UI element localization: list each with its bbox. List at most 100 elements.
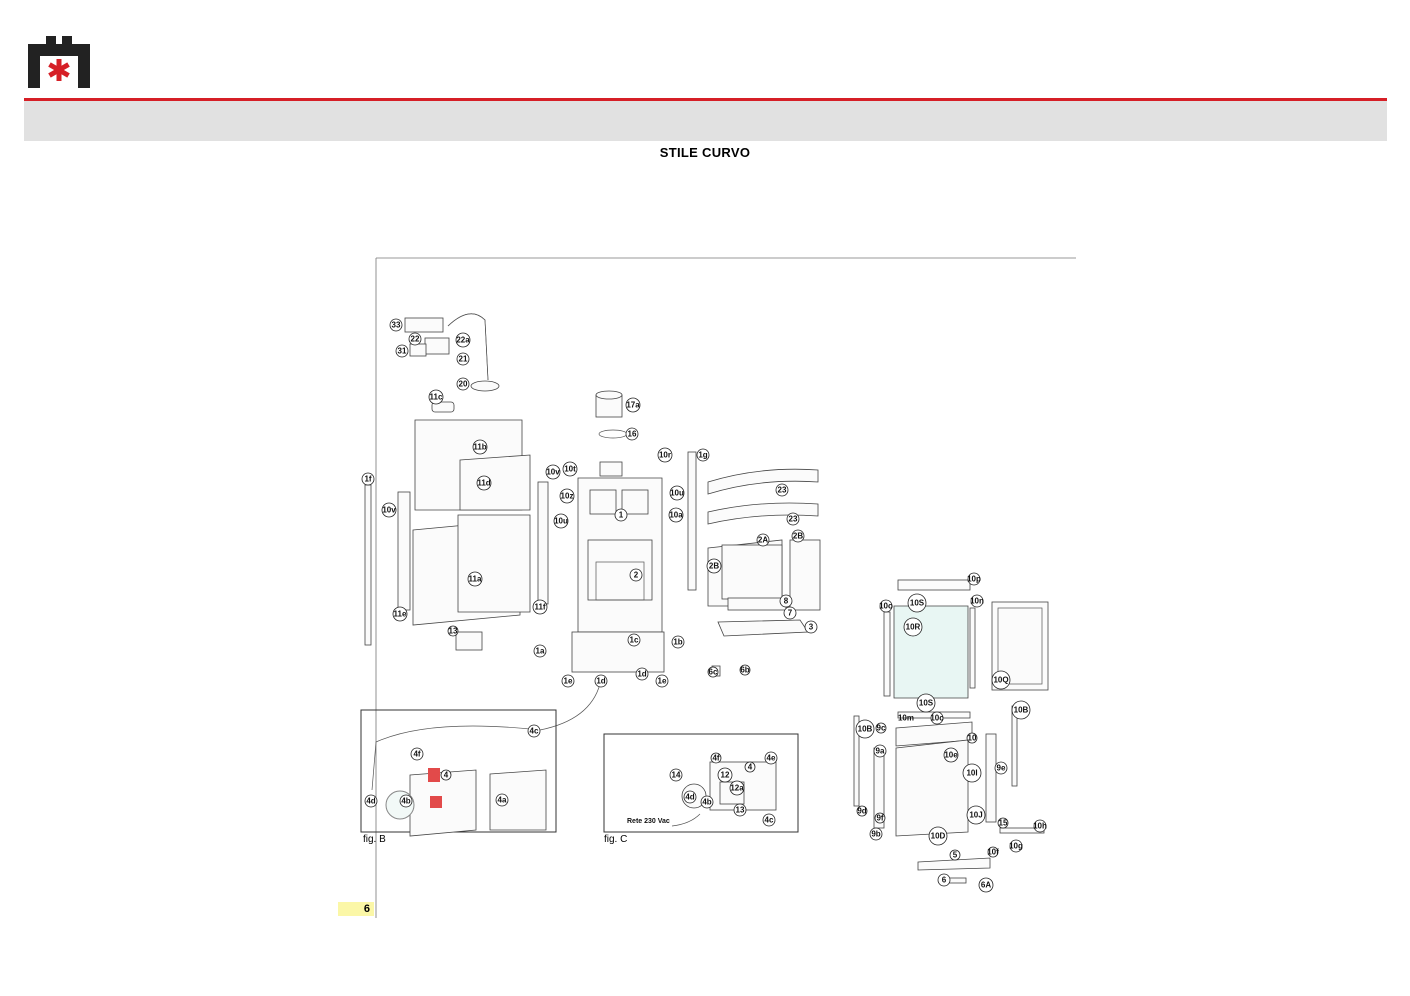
callout: 2A <box>756 533 770 547</box>
callout: 10u <box>553 513 569 529</box>
figure-b <box>360 709 557 837</box>
svg-text:22: 22 <box>411 335 420 344</box>
svg-text:10I: 10I <box>966 769 977 778</box>
svg-text:10h: 10h <box>1033 822 1047 831</box>
svg-text:1e: 1e <box>564 677 573 686</box>
callout: 9b <box>869 827 883 841</box>
callout: 6c <box>707 666 719 678</box>
callout: 2B <box>706 558 722 574</box>
callout: 10D <box>928 826 948 846</box>
callout: 1f <box>361 472 375 486</box>
callout: 1b <box>671 635 685 649</box>
header-red-line <box>24 98 1387 101</box>
svg-text:11b: 11b <box>473 443 486 452</box>
callout: 20 <box>456 377 470 391</box>
callout: 9f <box>874 812 886 824</box>
callout: 23 <box>775 483 789 497</box>
svg-text:4d: 4d <box>685 793 694 802</box>
svg-text:10z: 10z <box>561 492 574 501</box>
svg-text:10u: 10u <box>554 517 568 526</box>
svg-text:10g: 10g <box>1009 842 1023 851</box>
svg-text:4f: 4f <box>413 750 420 759</box>
svg-text:6A: 6A <box>981 881 991 890</box>
callout: 10c <box>930 711 944 725</box>
company-logo <box>28 36 90 88</box>
page-title: STILE CURVO <box>659 145 751 160</box>
callout: 2B <box>791 529 805 543</box>
cladding-panels <box>364 401 549 651</box>
callout: 33 <box>389 318 403 332</box>
svg-text:2A: 2A <box>758 536 768 545</box>
header-grey-bar <box>24 101 1387 141</box>
callout: 10n <box>970 594 984 608</box>
svg-text:9e: 9e <box>997 764 1006 773</box>
page-number: 6 <box>338 902 374 916</box>
svg-text:15: 15 <box>999 819 1008 828</box>
callout: 1 <box>614 508 628 522</box>
callout: 4d <box>683 790 697 804</box>
svg-text:4: 4 <box>444 771 449 780</box>
callout: 17a <box>625 397 641 413</box>
callout: 4b <box>399 794 413 808</box>
callout: 21 <box>456 352 470 366</box>
svg-text:10Q: 10Q <box>993 676 1008 685</box>
svg-text:4e: 4e <box>767 754 776 763</box>
callout: 23 <box>786 512 800 526</box>
callout: 6 <box>937 873 951 887</box>
svg-text:10B: 10B <box>1014 706 1029 715</box>
svg-text:1d: 1d <box>596 677 605 686</box>
mains-label: Rete 230 Vac <box>627 818 670 825</box>
svg-text:4b: 4b <box>702 798 711 807</box>
svg-text:10J: 10J <box>969 811 982 820</box>
callout: 10Q <box>991 670 1011 690</box>
callout: 10o <box>879 599 893 613</box>
svg-text:11d: 11d <box>477 479 490 488</box>
callout: 4c <box>762 813 776 827</box>
callout: 2 <box>629 568 643 582</box>
svg-text:10v: 10v <box>546 468 560 477</box>
svg-text:10p: 10p <box>967 575 981 584</box>
callout: 10R <box>903 617 923 637</box>
callout: 10a <box>668 507 684 523</box>
svg-text:3: 3 <box>809 623 814 632</box>
svg-text:23: 23 <box>789 515 798 524</box>
callout: 31 <box>395 344 409 358</box>
callout: 16 <box>625 427 639 441</box>
callout: 4 <box>744 761 756 773</box>
callout: 10v <box>545 464 561 480</box>
svg-text:5: 5 <box>953 851 958 860</box>
callout: 10J <box>966 805 986 825</box>
callout: 4e <box>764 751 778 765</box>
callout: 1g <box>696 448 710 462</box>
svg-text:11c: 11c <box>430 393 443 402</box>
callout: 11c <box>428 389 444 405</box>
callout: 10t <box>562 461 578 477</box>
callout: 10r <box>657 447 673 463</box>
svg-text:4d: 4d <box>366 797 375 806</box>
svg-text:1d: 1d <box>637 670 646 679</box>
svg-text:10: 10 <box>968 734 977 743</box>
svg-text:10e: 10e <box>944 751 958 760</box>
callout: 10h <box>1033 819 1047 833</box>
svg-text:2B: 2B <box>709 562 719 571</box>
svg-text:1e: 1e <box>658 677 667 686</box>
callout: 4b <box>700 795 714 809</box>
svg-text:16: 16 <box>628 430 637 439</box>
svg-text:10B: 10B <box>858 725 873 734</box>
callout: 22 <box>408 332 422 346</box>
callout: 12a <box>729 780 745 796</box>
svg-text:1a: 1a <box>536 647 545 656</box>
svg-text:4b: 4b <box>401 797 410 806</box>
callout: 10B <box>1011 700 1031 720</box>
svg-text:10S: 10S <box>919 699 934 708</box>
svg-text:10o: 10o <box>879 602 893 611</box>
air-duct-kit <box>404 313 500 392</box>
svg-text:4c: 4c <box>530 727 539 736</box>
svg-text:1: 1 <box>619 511 624 520</box>
callout: 13 <box>733 803 747 817</box>
svg-text:1b: 1b <box>673 638 682 647</box>
svg-text:22a: 22a <box>456 336 470 345</box>
svg-text:9a: 9a <box>876 747 885 756</box>
callout: 7 <box>783 606 797 620</box>
